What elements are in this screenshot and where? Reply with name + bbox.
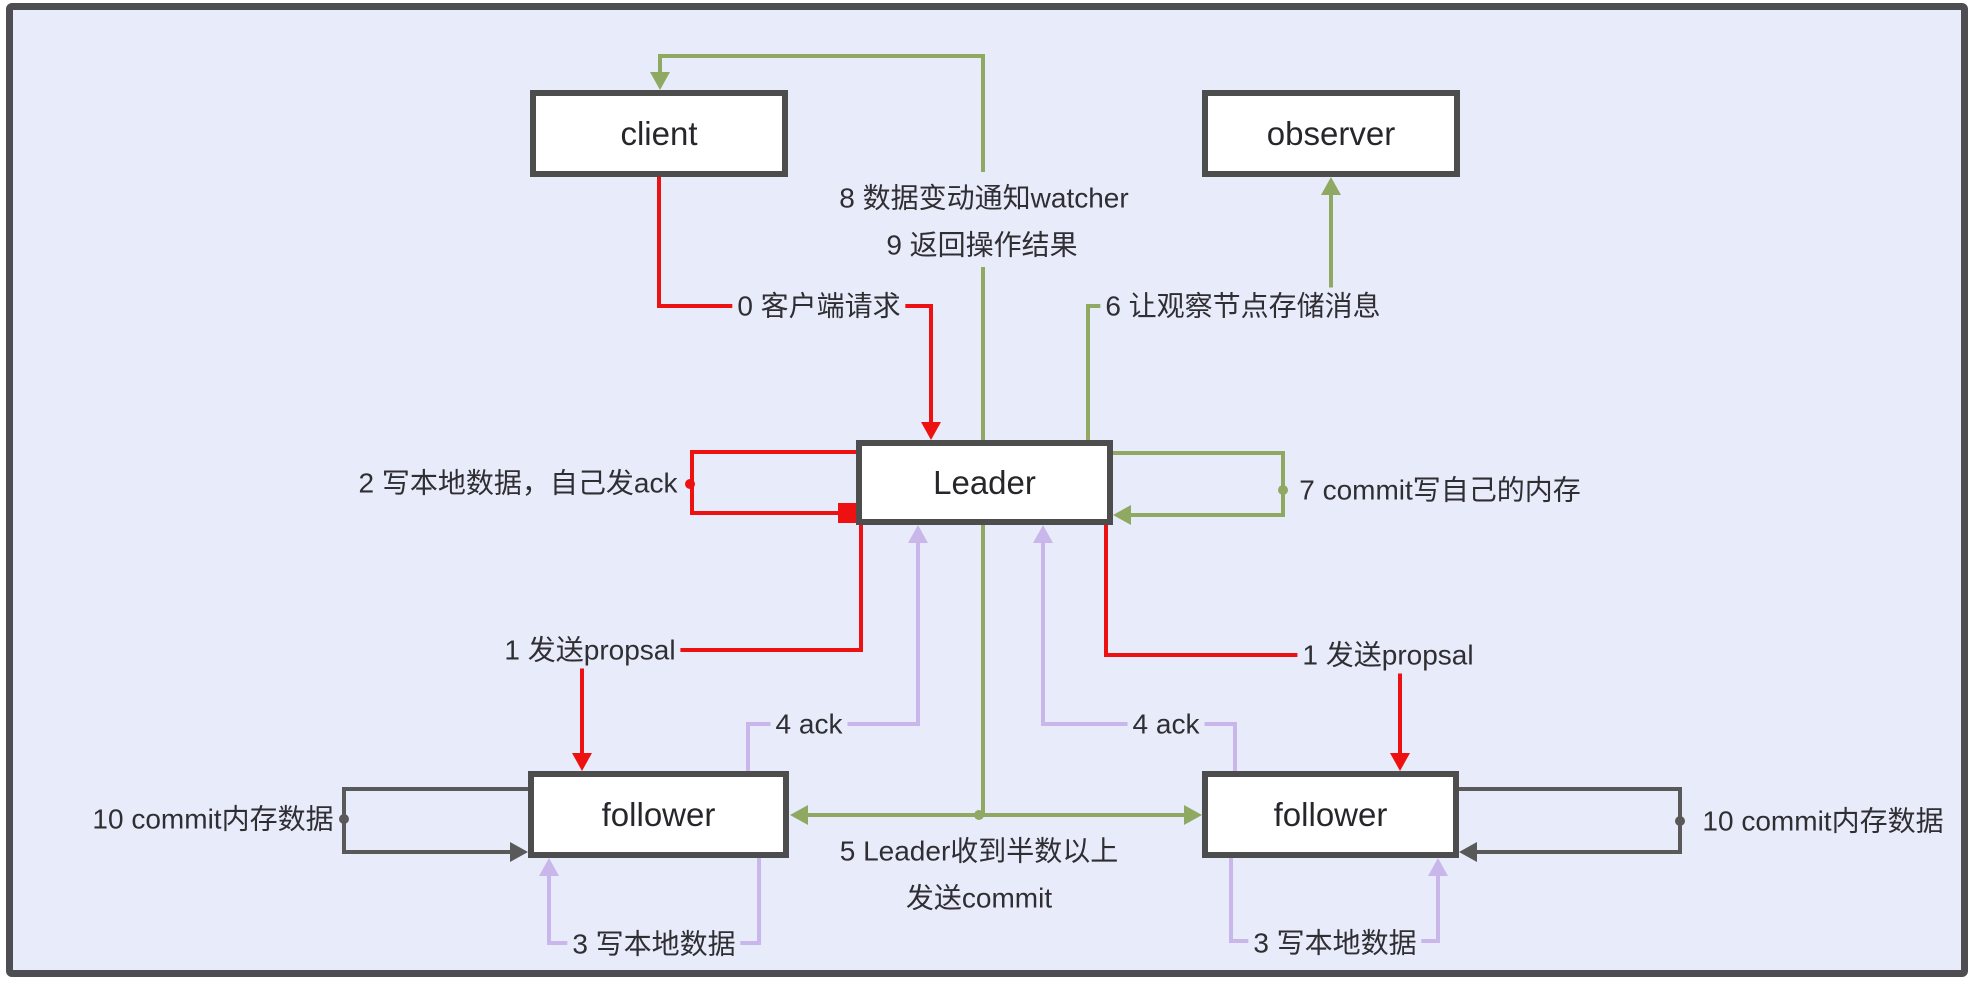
- edge-label-3-write-local-left: 3 写本地数据: [567, 925, 741, 963]
- diagram-frame: 0 客户端请求 8 数据变动通知watcher 9 返回操作结果 6 让观察节点…: [6, 3, 1968, 977]
- edge-4-right-arrowhead: [1033, 525, 1053, 543]
- node-observer: observer: [1202, 90, 1460, 177]
- edge-1-left-arrow-segment: [580, 664, 584, 755]
- edge-8-top-horizontal-segment: [658, 54, 985, 58]
- edge-10-right-arrowhead: [1459, 842, 1477, 862]
- edge-10-right-top-segment: [1459, 787, 1682, 791]
- edge-4-left-follower-segment: [746, 722, 750, 773]
- edge-label-0-client-request: 0 客户端请求: [732, 287, 906, 325]
- edge-0-client-down-segment: [657, 177, 661, 308]
- edge-0-arrowhead: [921, 422, 941, 440]
- edge-5-right-arrowhead: [1184, 805, 1202, 825]
- edge-10-left-arrowhead: [510, 842, 528, 862]
- edge-10-right-junction-dot: [1675, 816, 1685, 826]
- edge-5-main-vertical-segment: [981, 267, 985, 815]
- edge-1-right-horizontal-segment: [1104, 653, 1314, 657]
- edge-5-left-arrowhead: [790, 805, 808, 825]
- edge-label-5-line1-majority: 5 Leader收到半数以上: [834, 832, 1124, 870]
- edge-3-left-arrowhead: [539, 858, 559, 876]
- edge-1-right-down-segment: [1104, 525, 1108, 657]
- node-follower-left-label: follower: [601, 795, 716, 833]
- edge-label-4-ack-right: 4 ack: [1127, 705, 1205, 743]
- edge-label-9-return-result: 9 返回操作结果: [881, 226, 1083, 264]
- edge-3-right-down-segment: [1229, 858, 1233, 943]
- edge-10-right-bottom-segment: [1477, 850, 1682, 854]
- edge-7-right-segment: [1281, 451, 1285, 517]
- edge-7-bottom-segment: [1131, 513, 1283, 517]
- node-leader-label: Leader: [933, 463, 1036, 501]
- edge-label-7-commit-own-memory: 7 commit写自己的内存: [1294, 471, 1586, 509]
- edge-2-arrowhead: [838, 503, 856, 523]
- edge-1-left-horizontal-segment: [653, 648, 863, 652]
- edge-4-left-arrowhead: [908, 525, 928, 543]
- node-client-label: client: [620, 114, 698, 152]
- edge-8-client-arrow-segment: [658, 54, 662, 74]
- edge-1-right-arrow-segment: [1398, 670, 1402, 755]
- edge-5-horizontal-segment: [806, 813, 1184, 817]
- edge-2-junction-dot: [685, 479, 695, 489]
- edge-10-left-junction-dot: [339, 814, 349, 824]
- edge-3-right-arrowhead: [1428, 858, 1448, 876]
- edge-6-arrowhead: [1321, 177, 1341, 195]
- edge-4-right-follower-segment: [1233, 722, 1237, 773]
- edge-label-6-observer-store: 6 让观察节点存储消息: [1100, 287, 1386, 325]
- edge-4-right-up-segment: [1041, 543, 1045, 724]
- edge-label-10-commit-memory-left: 10 commit内存数据: [87, 800, 339, 838]
- edge-3-left-up-segment: [547, 874, 551, 943]
- edge-label-5-line2-send-commit: 发送commit: [900, 879, 1058, 917]
- edge-label-1-propsal-left: 1 发送propsal: [499, 631, 681, 669]
- edge-label-8-notify-watcher: 8 数据变动通知watcher: [834, 179, 1134, 217]
- node-observer-label: observer: [1266, 114, 1396, 152]
- node-follower-right-label: follower: [1273, 795, 1388, 833]
- edge-label-3-write-local-right: 3 写本地数据: [1248, 924, 1422, 962]
- edge-8-arrowhead: [650, 72, 670, 90]
- edge-label-10-commit-memory-right: 10 commit内存数据: [1697, 802, 1949, 840]
- edge-7-arrowhead: [1113, 505, 1131, 525]
- edge-2-top-segment: [690, 450, 858, 454]
- edge-2-bottom-segment: [690, 511, 838, 515]
- edge-7-junction-dot: [1278, 485, 1288, 495]
- edge-4-left-up-segment: [916, 543, 920, 724]
- edge-3-right-up-segment: [1436, 872, 1440, 941]
- edge-3-left-down-segment: [757, 858, 761, 945]
- edge-1-right-arrowhead: [1390, 753, 1410, 771]
- node-follower-left: follower: [528, 771, 789, 858]
- edge-10-left-bottom-segment: [342, 850, 512, 854]
- node-client: client: [530, 90, 788, 177]
- edge-7-top-segment: [1113, 451, 1285, 455]
- edge-8-upper-vertical-segment: [981, 54, 985, 172]
- node-follower-right: follower: [1202, 771, 1459, 858]
- edge-10-left-top-segment: [342, 787, 530, 791]
- edge-5-junction-dot: [974, 810, 984, 820]
- edge-1-left-down-segment: [859, 525, 863, 652]
- edge-label-2-write-local-ack: 2 写本地数据，自己发ack: [353, 464, 683, 502]
- edge-label-4-ack-left: 4 ack: [770, 705, 848, 743]
- edge-label-1-propsal-right: 1 发送propsal: [1297, 636, 1479, 674]
- edge-6-lower-vertical-segment: [1086, 304, 1090, 442]
- edge-1-left-arrowhead: [572, 753, 592, 771]
- edge-6-upper-vertical-segment: [1329, 195, 1333, 306]
- edge-0-leader-down-segment: [929, 304, 933, 424]
- node-leader: Leader: [856, 440, 1113, 525]
